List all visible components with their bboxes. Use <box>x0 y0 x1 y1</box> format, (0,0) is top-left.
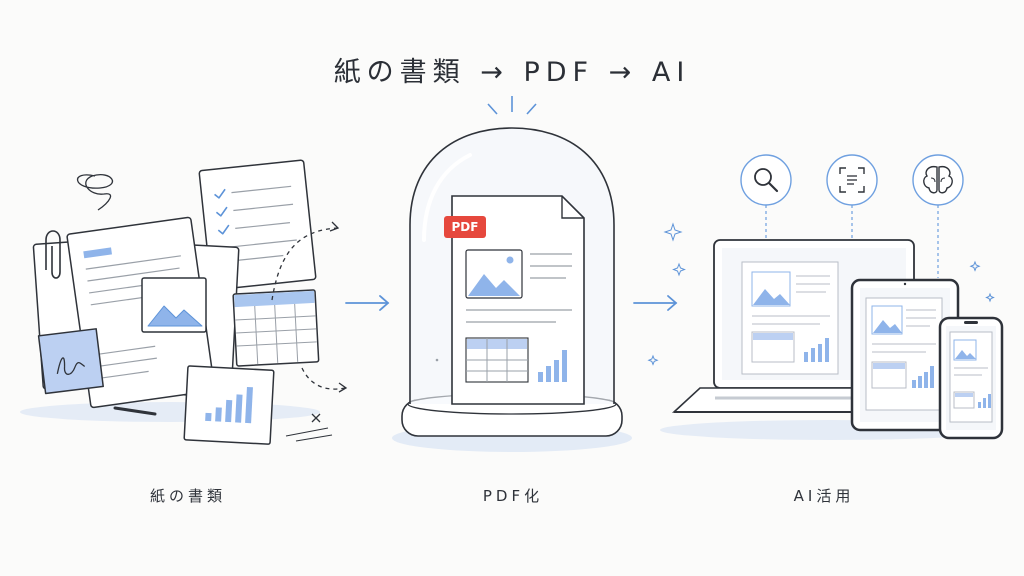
image-card <box>141 277 207 333</box>
smartphone <box>938 316 1004 440</box>
paper-ground-shadow <box>20 402 320 422</box>
motion-line <box>285 427 329 437</box>
stage-label-pdf: PDF化 <box>482 487 544 505</box>
pdf-badge-text: PDF <box>452 220 479 234</box>
search-icon <box>740 154 792 206</box>
tablet <box>850 278 960 432</box>
paper-documents-group <box>32 159 320 445</box>
scribble-mark <box>76 174 114 211</box>
paper-clip <box>45 230 61 279</box>
glass-dome-group: PDF <box>401 96 623 437</box>
pdf-bars <box>538 350 567 382</box>
spreadsheet-sheet <box>232 289 320 367</box>
dashed-arrow-up <box>271 227 339 301</box>
document-scan-icon <box>826 154 878 206</box>
stage-label-paper: 紙の書類 <box>149 487 226 505</box>
stage-label-ai: AI活用 <box>793 487 855 505</box>
pdf-badge <box>444 216 486 238</box>
cross-mark <box>311 413 321 423</box>
dashed-arrow-down <box>301 367 346 390</box>
sticky-note <box>37 328 104 395</box>
diagram-title: 紙の書類 → PDF → AI <box>333 57 691 88</box>
main-text-sheet <box>66 216 216 409</box>
brain-icon <box>912 154 964 206</box>
bar-chart-card <box>183 365 275 445</box>
sparkle <box>663 222 683 242</box>
pen <box>113 406 157 416</box>
pdf-table <box>465 337 529 383</box>
flow-arrow-2 <box>633 295 678 311</box>
flow-arrow-1 <box>345 295 390 311</box>
